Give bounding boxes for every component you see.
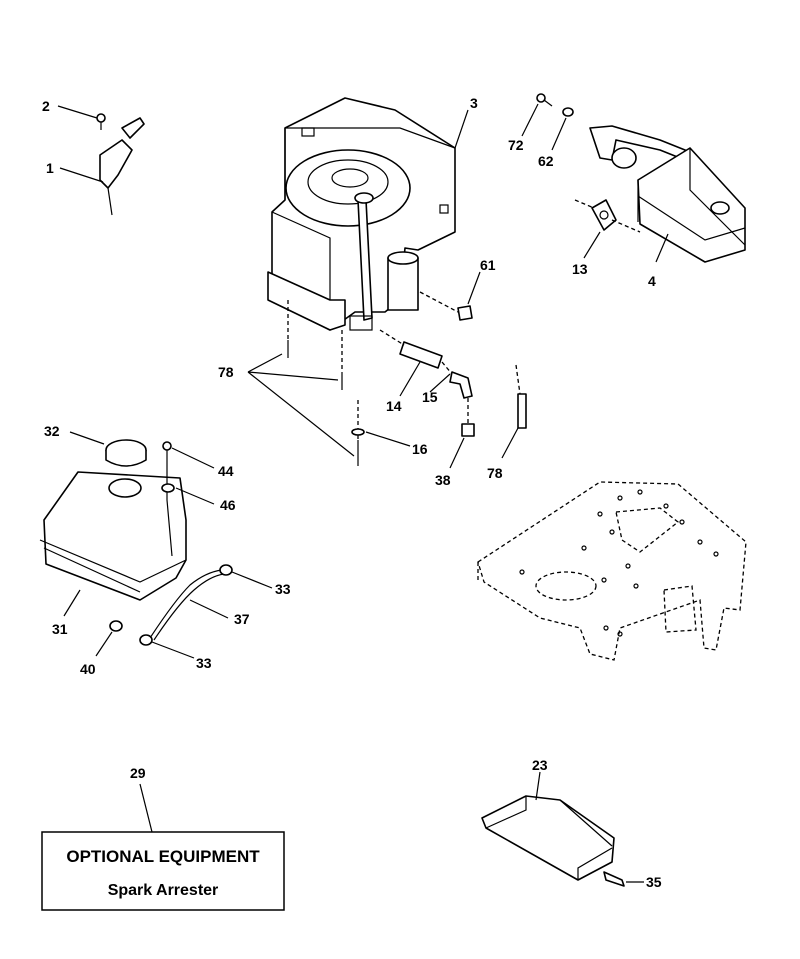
callout-72: 72 [508,137,524,153]
callout-44-leader [171,447,215,469]
callout-40-leader [95,631,113,657]
fuel-filter-and-fittings [287,300,527,466]
callout-29-leader [139,783,153,833]
callout-33-bottom: 33 [196,655,212,671]
callout-33-top-leader [231,571,273,589]
callout-31: 31 [52,621,68,637]
spark-arrester-label: Spark Arrester [108,882,219,899]
callout-14: 14 [386,398,402,414]
muffler-assembly [536,93,746,263]
engine-assembly [267,97,456,331]
callout-32: 32 [44,423,60,439]
callout-61-leader [467,271,481,305]
callout-4-leader [655,233,669,263]
optional-equipment-box: OPTIONAL EQUIPMENT Spark Arrester [41,831,285,911]
callout-38: 38 [435,472,451,488]
callout-29: 29 [130,765,146,781]
callout-62-leader [551,117,567,151]
callout-78-left: 78 [218,364,234,380]
nut-61 [419,291,473,321]
callout-4: 4 [648,273,656,289]
callout-15-leader [429,373,451,393]
callout-23-leader [535,771,541,801]
callout-2-leader [57,105,98,119]
callout-15: 15 [422,389,438,405]
callout-78-left-leaders [247,353,355,457]
callout-61: 61 [480,257,496,273]
callout-3: 3 [470,95,478,111]
callout-14-leader [399,361,421,397]
callout-44: 44 [218,463,234,479]
callout-31-leader [63,589,81,617]
callout-37-leader [189,599,229,619]
callout-78-right: 78 [487,465,503,481]
callout-37: 37 [234,611,250,627]
callout-16: 16 [412,441,428,457]
callout-23: 23 [532,757,548,773]
callout-13-leader [583,231,601,259]
callout-38-leader [449,437,465,469]
callout-62: 62 [538,153,554,169]
callout-33-bottom-leader [151,641,195,659]
callout-3-leader [454,109,469,149]
callout-46-leader [175,487,215,505]
callout-46: 46 [220,497,236,513]
callout-32-leader [69,431,105,445]
callout-35: 35 [646,874,662,890]
callout-2: 2 [42,98,50,114]
callout-78-right-leader [501,427,519,459]
callout-1: 1 [46,160,54,176]
fuel-tank-assembly [39,439,233,646]
callout-1-leader [59,167,104,183]
callout-16-leader [365,431,411,447]
throttle-control-assembly [96,113,145,216]
heat-shield-assembly [481,795,625,887]
chassis-frame-outline [477,481,747,661]
callout-33-top: 33 [275,581,291,597]
optional-equipment-title: OPTIONAL EQUIPMENT [66,847,260,866]
callout-72-leader [521,103,539,137]
callout-40: 40 [80,661,96,677]
callout-13: 13 [572,261,588,277]
